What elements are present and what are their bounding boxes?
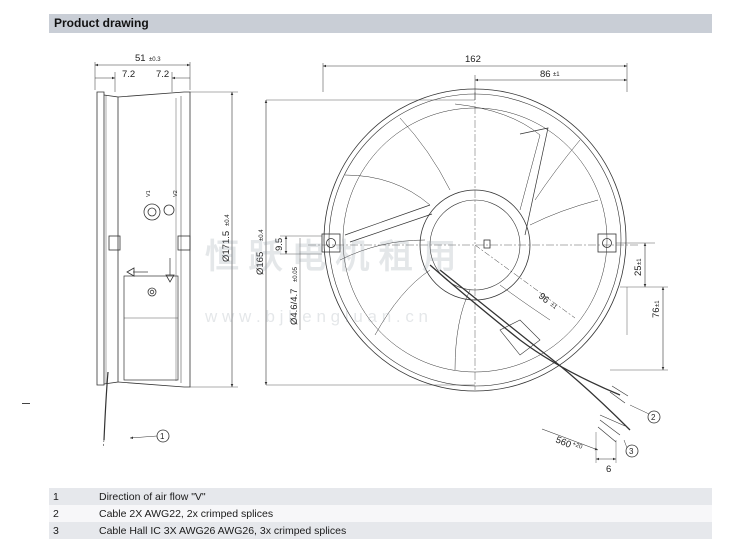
section-title: Product drawing	[54, 16, 149, 30]
margin-tick	[22, 403, 30, 404]
side-view	[94, 62, 238, 449]
product-drawing: 51 ±0.3 7.2 7.2 V1 V2 1 Ø171.5 ±0.4	[94, 53, 668, 475]
legend-row: 1 Direction of air flow "V"	[49, 488, 712, 505]
watermark: 恒 跃 电 机 租 用 w w w . b j h e n g l u a n …	[204, 238, 456, 326]
front-view	[264, 63, 668, 463]
legend-text: Cable Hall IC 3X AWG26 AWG26, 3x crimped…	[95, 522, 712, 539]
dim-165-label: Ø165	[255, 252, 266, 275]
legend-text: Direction of air flow "V"	[95, 488, 712, 505]
dim-51-tolerance: ±0.3	[149, 57, 161, 63]
legend-row: 2 Cable 2X AWG22, 2x crimped splices	[49, 505, 712, 522]
label-v2: V2	[173, 190, 179, 197]
legend-table: 1 Direction of air flow "V" 2 Cable 2X A…	[49, 488, 712, 539]
watermark-url: w w w . b j h e n g l u a n . c n	[204, 307, 428, 326]
dim-560-tolerance: +20	[571, 441, 583, 451]
callout-3: 3	[629, 447, 634, 456]
dim-86-label: 86	[540, 69, 551, 80]
dim-76-tolerance: ±1	[655, 300, 661, 307]
dim-96-tolerance: ±1	[549, 302, 558, 311]
section-header: Product drawing	[49, 14, 712, 33]
legend-num: 2	[49, 505, 95, 522]
front-view-labels: 162 86 ±1 Ø165 ±0.4 9.5 Ø4.6/4.7 ±0.05 9…	[255, 54, 662, 475]
dim-76-label: 76	[651, 307, 662, 318]
dim-96-label: 96	[536, 291, 551, 306]
watermark-cn: 恒 跃 电 机 租 用	[205, 238, 456, 276]
dim-171-5-tolerance: ±0.4	[225, 214, 231, 226]
dim-7-2-left-label: 7.2	[122, 69, 135, 80]
callout-1: 1	[160, 432, 165, 441]
dim-4-6-tolerance: ±0.05	[293, 266, 299, 282]
dim-9-5-label: 9.5	[274, 238, 285, 251]
label-v1: V1	[146, 190, 152, 197]
dim-4-6-label: Ø4.6/4.7	[289, 289, 300, 325]
dim-51-label: 51	[135, 53, 146, 64]
dim-165-tolerance: ±0.4	[259, 229, 265, 241]
dim-25-label: 25	[633, 265, 644, 276]
callout-2: 2	[651, 413, 656, 422]
dim-6-label: 6	[606, 464, 611, 475]
dim-560-label: 560	[554, 435, 573, 451]
legend-row: 3 Cable Hall IC 3X AWG26 AWG26, 3x crimp…	[49, 522, 712, 539]
legend-num: 3	[49, 522, 95, 539]
dim-162-label: 162	[465, 54, 481, 65]
dim-171-5-label: Ø171.5	[221, 231, 232, 262]
dim-25-tolerance: ±1	[637, 258, 643, 265]
dim-86-tolerance: ±1	[553, 72, 560, 78]
side-view-labels: 51 ±0.3 7.2 7.2 V1 V2 1 Ø171.5 ±0.4	[122, 53, 232, 441]
dim-7-2-right-label: 7.2	[156, 69, 169, 80]
legend-text: Cable 2X AWG22, 2x crimped splices	[95, 505, 712, 522]
legend-num: 1	[49, 488, 95, 505]
